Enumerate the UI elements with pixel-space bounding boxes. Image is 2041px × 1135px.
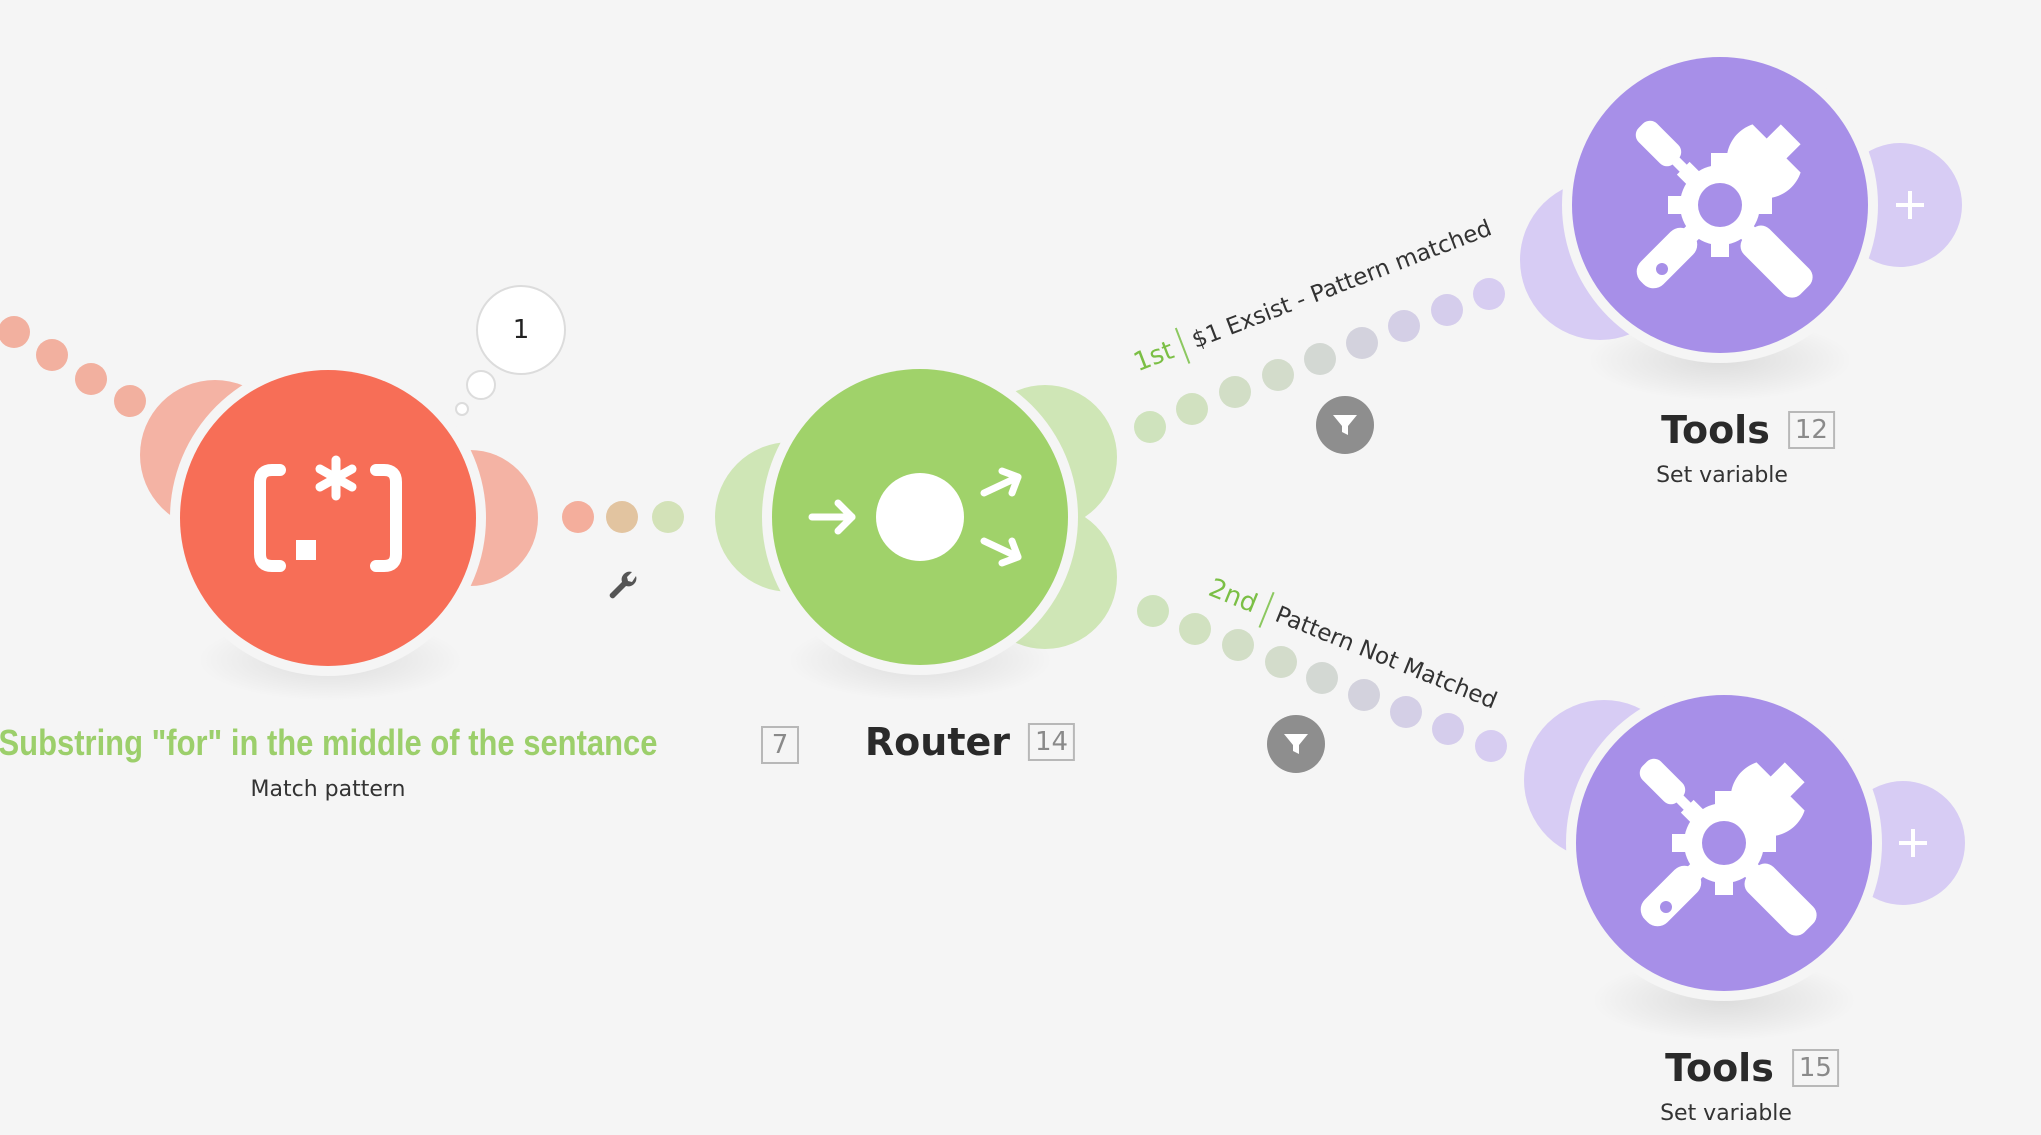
tools-icon <box>1635 120 1813 298</box>
regex-module[interactable] <box>180 370 476 666</box>
tools-bottom-add-button[interactable] <box>1893 823 1933 863</box>
route-1-connection <box>1134 278 1505 443</box>
tools-top-subtitle: Set variable <box>1656 463 1788 488</box>
bubble-dot-small <box>455 402 469 416</box>
tools-icon <box>1639 758 1817 936</box>
tools-bottom-subtitle: Set variable <box>1660 1101 1792 1126</box>
operations-count-bubble[interactable]: 1 <box>476 285 566 375</box>
tools-bottom-title: Tools 15 <box>1665 1046 1839 1090</box>
tools-bottom-module[interactable] <box>1576 695 1872 991</box>
tools-top-id: 12 <box>1787 411 1835 449</box>
route-2-filter-button[interactable] <box>1267 715 1325 773</box>
router-module[interactable] <box>772 369 1068 665</box>
wrench-icon[interactable] <box>606 570 640 604</box>
plus-icon <box>1899 829 1927 857</box>
tools-top-module[interactable] <box>1572 57 1868 353</box>
regex-module-title: Substring "for" in the middle of the sen… <box>0 722 658 763</box>
router-title: Router 14 <box>864 720 1076 764</box>
router-left-id: 7 <box>761 726 799 764</box>
router-name: Router <box>864 720 1011 764</box>
route-1-separator <box>1175 327 1191 364</box>
plus-icon <box>1896 191 1924 219</box>
tools-bottom-name: Tools <box>1665 1046 1774 1090</box>
regex-router-connection <box>562 501 684 533</box>
tools-top-title: Tools 12 <box>1661 408 1835 452</box>
incoming-connection <box>0 316 146 417</box>
regex-module-subtitle: Match pattern <box>250 777 406 802</box>
route-1-filter-button[interactable] <box>1316 396 1374 454</box>
bubble-dot-medium <box>466 370 496 400</box>
filter-icon <box>1284 734 1308 754</box>
router-id: 14 <box>1028 723 1076 761</box>
tools-bottom-id: 15 <box>1791 1049 1839 1087</box>
regex-icon <box>254 455 402 572</box>
router-icon <box>808 467 1022 567</box>
tools-top-add-button[interactable] <box>1890 185 1930 225</box>
filter-icon <box>1333 415 1357 435</box>
operations-count: 1 <box>512 315 530 345</box>
route-2-connection <box>1137 595 1507 762</box>
tools-top-name: Tools <box>1661 408 1770 452</box>
